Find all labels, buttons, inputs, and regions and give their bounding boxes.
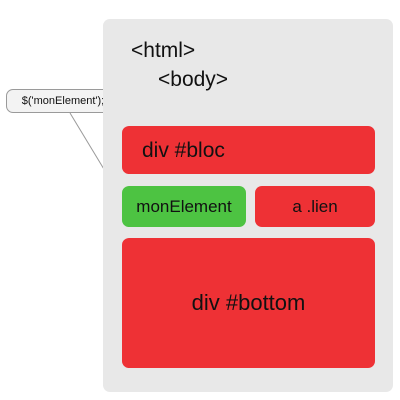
div-bloc-box: div #bloc xyxy=(122,126,375,174)
selected-element-box: monElement xyxy=(122,186,246,227)
div-bottom-box: div #bottom xyxy=(122,238,375,368)
selector-call-bubble: $('monElement'); xyxy=(6,89,120,113)
html-tag-label: <html> xyxy=(131,39,196,62)
link-class-box: a .lien xyxy=(255,186,375,227)
body-tag-label: <body> xyxy=(158,68,229,91)
